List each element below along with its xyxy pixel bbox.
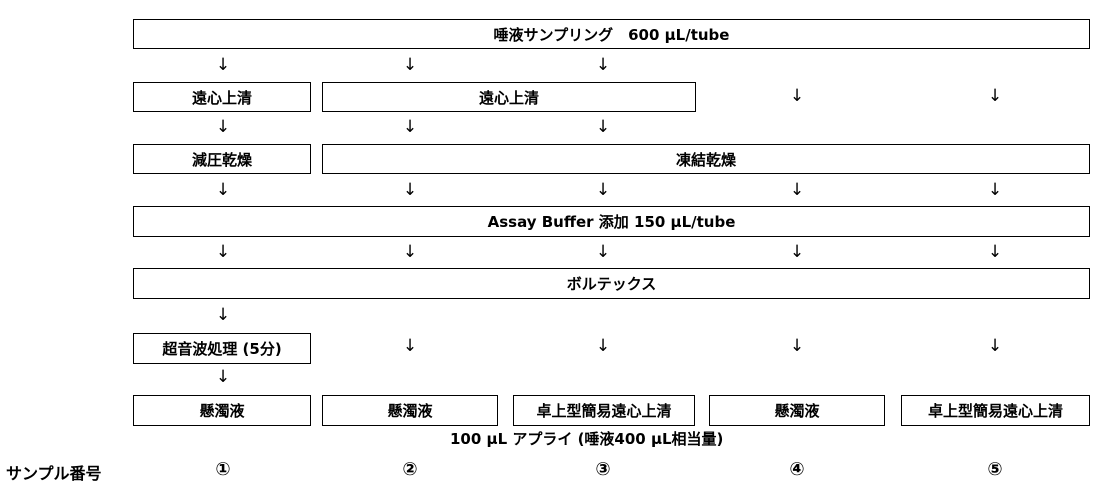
sample-number-3: ③ [595,459,611,480]
sample-number-label: サンプル番号 [6,464,102,483]
arrow-down-icon: ↓ [789,336,805,356]
assay-buffer-label: Assay Buffer 添加 150 μL/tube [487,213,736,231]
saliva-sampling-label: 唾液サンプリング 600 μL/tube [493,25,730,44]
vacuum-dry-box: 減圧乾燥 [133,144,311,174]
centrifuge-box-middle: 遠心上清 [322,82,696,112]
arrow-down-icon: ↓ [987,180,1003,200]
arrow-down-icon: ↓ [595,55,611,75]
arrow-down-icon: ↓ [595,117,611,137]
arrow-down-icon: ↓ [402,180,418,200]
arrow-down-icon: ↓ [789,242,805,262]
centrifuge-box-left: 遠心上清 [133,82,311,112]
arrow-down-icon: ↓ [987,242,1003,262]
final-box-2: 懸濁液 [322,395,498,426]
arrow-down-icon: ↓ [215,305,231,325]
final-label-3: 卓上型簡易遠心上清 [536,402,672,420]
arrow-down-icon: ↓ [402,336,418,356]
sample-number-1: ① [215,459,231,480]
final-box-3: 卓上型簡易遠心上清 [513,395,695,426]
arrow-down-icon: ↓ [215,117,231,137]
freeze-dry-box: 凍結乾燥 [322,144,1090,174]
centrifuge-label-left: 遠心上清 [191,88,252,107]
final-box-1: 懸濁液 [133,395,311,426]
final-box-4: 懸濁液 [709,395,885,426]
sonication-box: 超音波処理 (5分) [133,333,311,364]
sample-number-2: ② [402,459,418,480]
arrow-down-icon: ↓ [402,117,418,137]
arrow-down-icon: ↓ [789,86,805,106]
saliva-sampling-box: 唾液サンプリング 600 μL/tube [133,19,1090,49]
apply-note: 100 μL アプライ (唾液400 μL相当量) [450,430,724,448]
sample-number-4: ④ [789,459,805,480]
vortex-box: ボルテックス [133,268,1090,299]
final-label-4: 懸濁液 [774,402,820,420]
arrow-down-icon: ↓ [402,55,418,75]
sonication-label: 超音波処理 (5分) [162,340,282,358]
vacuum-dry-label: 減圧乾燥 [191,150,252,169]
final-box-5: 卓上型簡易遠心上清 [901,395,1090,426]
sample-number-5: ⑤ [987,459,1003,480]
arrow-down-icon: ↓ [987,86,1003,106]
final-label-2: 懸濁液 [387,402,433,420]
centrifuge-label-middle: 遠心上清 [478,88,539,107]
arrow-down-icon: ↓ [215,55,231,75]
assay-buffer-box: Assay Buffer 添加 150 μL/tube [133,206,1090,237]
arrow-down-icon: ↓ [789,180,805,200]
arrow-down-icon: ↓ [215,180,231,200]
arrow-down-icon: ↓ [595,180,611,200]
arrow-down-icon: ↓ [215,367,231,387]
freeze-dry-label: 凍結乾燥 [675,150,736,169]
final-label-1: 懸濁液 [199,402,245,420]
arrow-down-icon: ↓ [215,242,231,262]
arrow-down-icon: ↓ [402,242,418,262]
vortex-label: ボルテックス [566,275,657,293]
arrow-down-icon: ↓ [987,336,1003,356]
arrow-down-icon: ↓ [595,242,611,262]
arrow-down-icon: ↓ [595,336,611,356]
final-label-5: 卓上型簡易遠心上清 [927,402,1063,420]
